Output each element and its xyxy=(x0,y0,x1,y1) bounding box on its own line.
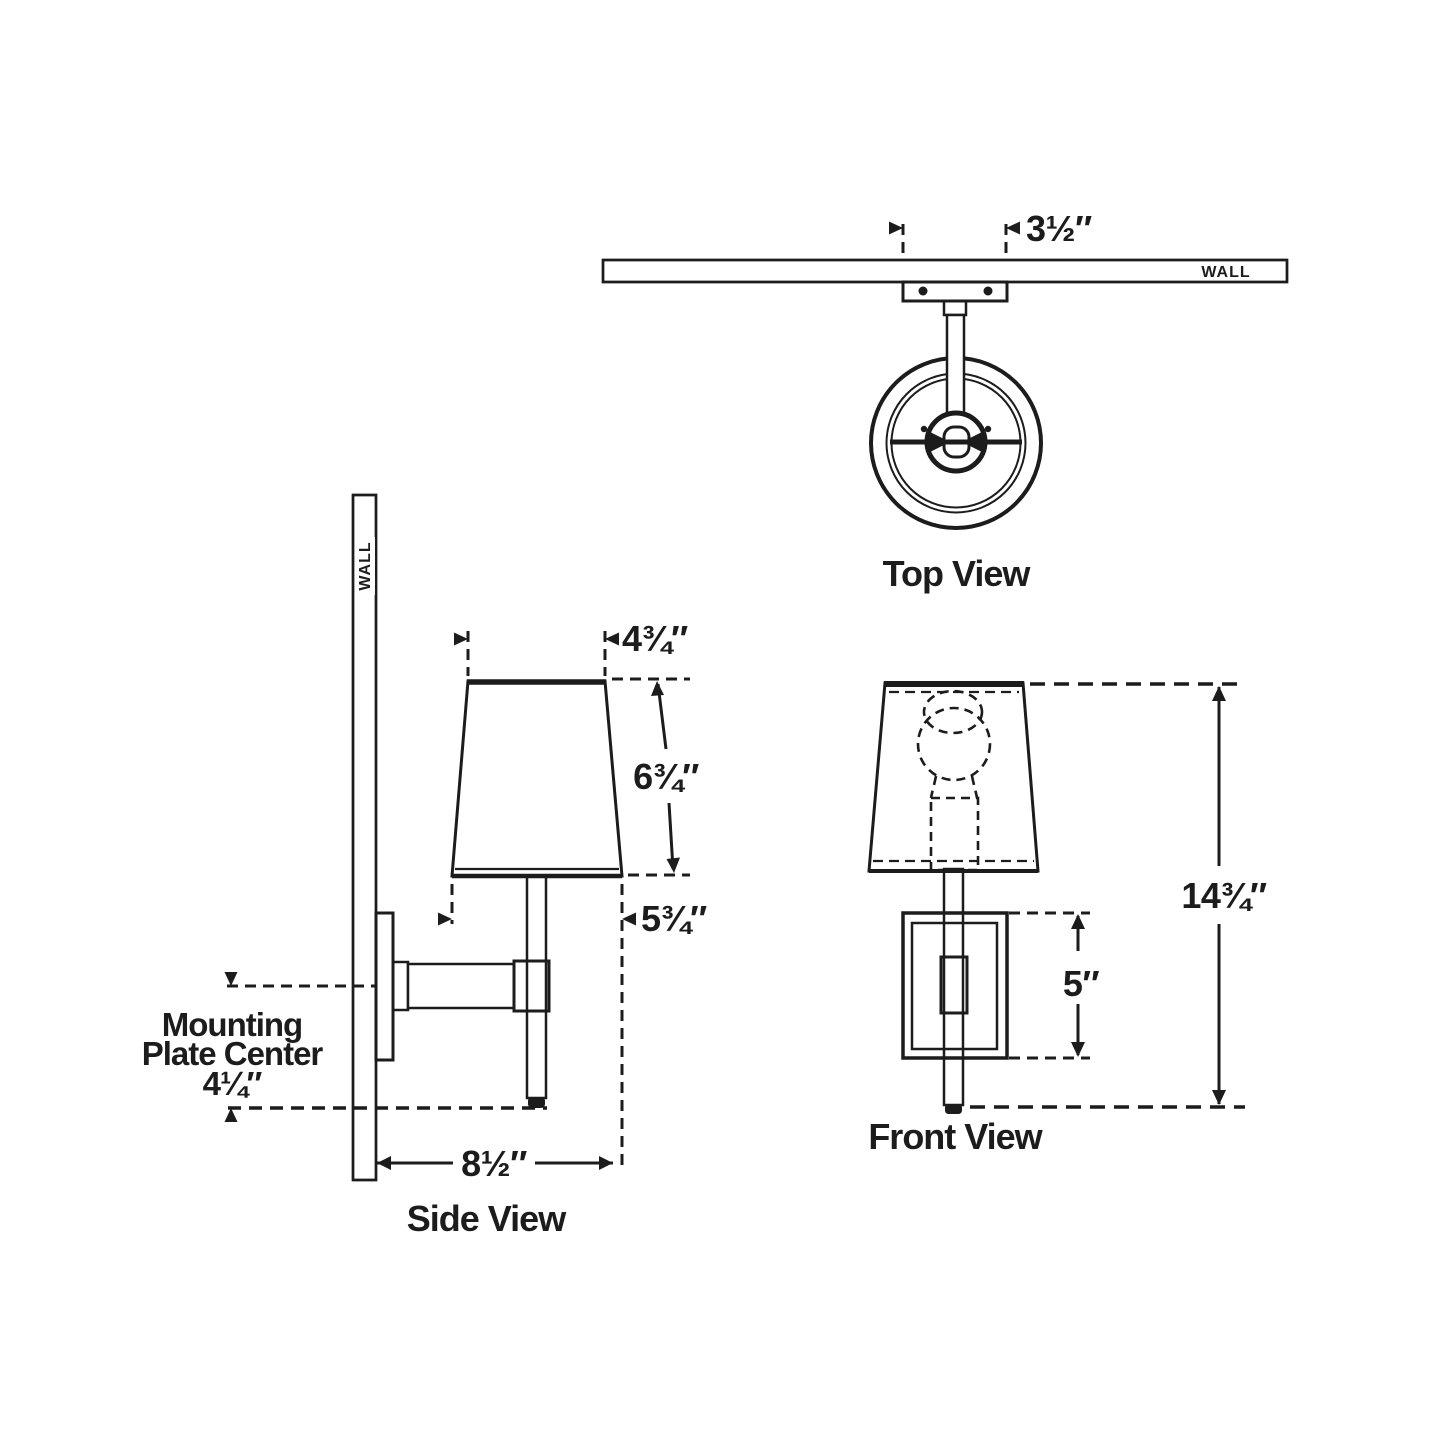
wall-label: WALL xyxy=(357,541,374,590)
shade-side xyxy=(450,679,624,878)
dimension-mounting-plate-center: Mounting Plate Center 4¼″ xyxy=(142,972,547,1122)
wall-section-top xyxy=(601,258,1289,284)
dimension-backplate-width: 3½″ xyxy=(889,208,1093,258)
dim-label: 14¾″ xyxy=(1181,875,1267,916)
top-view-label: Top View xyxy=(883,553,1032,594)
wall-label-mask xyxy=(1197,262,1255,280)
dimension-overall-height: 14¾″ xyxy=(970,682,1267,1109)
arrowhead xyxy=(1212,1090,1226,1105)
arrowhead xyxy=(889,221,903,235)
arm-hub xyxy=(391,960,410,1012)
side-view-label: Side View xyxy=(407,1198,567,1239)
stem-fill xyxy=(947,315,964,414)
arrowhead xyxy=(666,857,680,873)
dim-label: 8½″ xyxy=(461,1143,527,1184)
wall-label: WALL xyxy=(1201,264,1250,281)
arm-fill xyxy=(408,964,514,1008)
mounting-plate-side xyxy=(374,911,395,1062)
arrowhead xyxy=(377,1156,391,1170)
dimension-projection: 8½″ xyxy=(377,1143,613,1184)
arrowhead xyxy=(1071,914,1085,929)
note-dim-label: 4¼″ xyxy=(203,1065,263,1102)
socket-clip xyxy=(962,431,984,453)
stem-clamp xyxy=(939,955,969,1015)
arrowhead xyxy=(454,632,468,646)
arrowhead xyxy=(599,1156,613,1170)
top-view: WALL 3½″ Top View xyxy=(601,208,1289,594)
dimension-backplate-height: 5″ xyxy=(1009,911,1100,1060)
screw xyxy=(918,286,928,296)
dim-label: 5″ xyxy=(1063,963,1100,1004)
socket-cup xyxy=(924,410,988,474)
stem-finial xyxy=(528,1097,545,1108)
wall-section-side xyxy=(351,493,378,1182)
note-line: Mounting xyxy=(162,1006,302,1043)
backplate-fill xyxy=(912,923,997,1049)
note-line: Plate Center xyxy=(142,1035,324,1072)
arrowhead xyxy=(1071,1042,1085,1057)
arrowhead xyxy=(651,681,664,696)
bulb-neck xyxy=(929,775,938,799)
dimension-shade-top-width: 4¾″ xyxy=(454,618,689,676)
socket-clip xyxy=(928,431,950,453)
arrowhead xyxy=(622,912,636,926)
stem xyxy=(525,874,548,1100)
dim-label: 5¾″ xyxy=(641,898,707,939)
wall-outline xyxy=(351,493,378,1182)
front-view: 5″ 14¾″ Front View xyxy=(867,681,1267,1157)
arrowhead xyxy=(438,912,452,926)
arrowhead xyxy=(605,632,619,646)
dim-label: 4¾″ xyxy=(622,618,688,659)
socket-center xyxy=(942,425,971,459)
bulb-globe xyxy=(916,706,992,782)
arrowhead xyxy=(224,1108,238,1122)
front-view-label: Front View xyxy=(868,1116,1043,1157)
arrowhead xyxy=(1212,686,1226,701)
set-screw xyxy=(920,425,928,433)
wall-outline xyxy=(601,258,1289,284)
wall-label-mask xyxy=(355,537,375,595)
screw xyxy=(983,286,993,296)
stem-neck xyxy=(942,299,968,317)
dimension-line xyxy=(667,802,675,870)
dimension-shade-slant-height: 6¾″ xyxy=(612,677,700,877)
shade-front xyxy=(867,681,1040,873)
dim-label: 6¾″ xyxy=(633,756,699,797)
backplate-reeding xyxy=(910,921,999,1051)
stem-finial xyxy=(945,1104,962,1114)
hidden-bulb xyxy=(916,689,992,872)
set-screw xyxy=(984,425,992,433)
arrowhead xyxy=(224,972,238,986)
arm-clamp xyxy=(512,959,551,1013)
dim-label: 3½″ xyxy=(1026,208,1092,249)
shade-top-opening xyxy=(922,689,984,735)
bulb-neck xyxy=(970,775,979,799)
dimension-shade-bottom-width: 5¾″ xyxy=(438,884,708,1170)
backplate xyxy=(901,911,1009,1060)
bulb-socket xyxy=(929,796,980,872)
side-view: WALL 4¾″ 6¾″ xyxy=(142,493,708,1239)
arrowhead xyxy=(1006,221,1020,235)
